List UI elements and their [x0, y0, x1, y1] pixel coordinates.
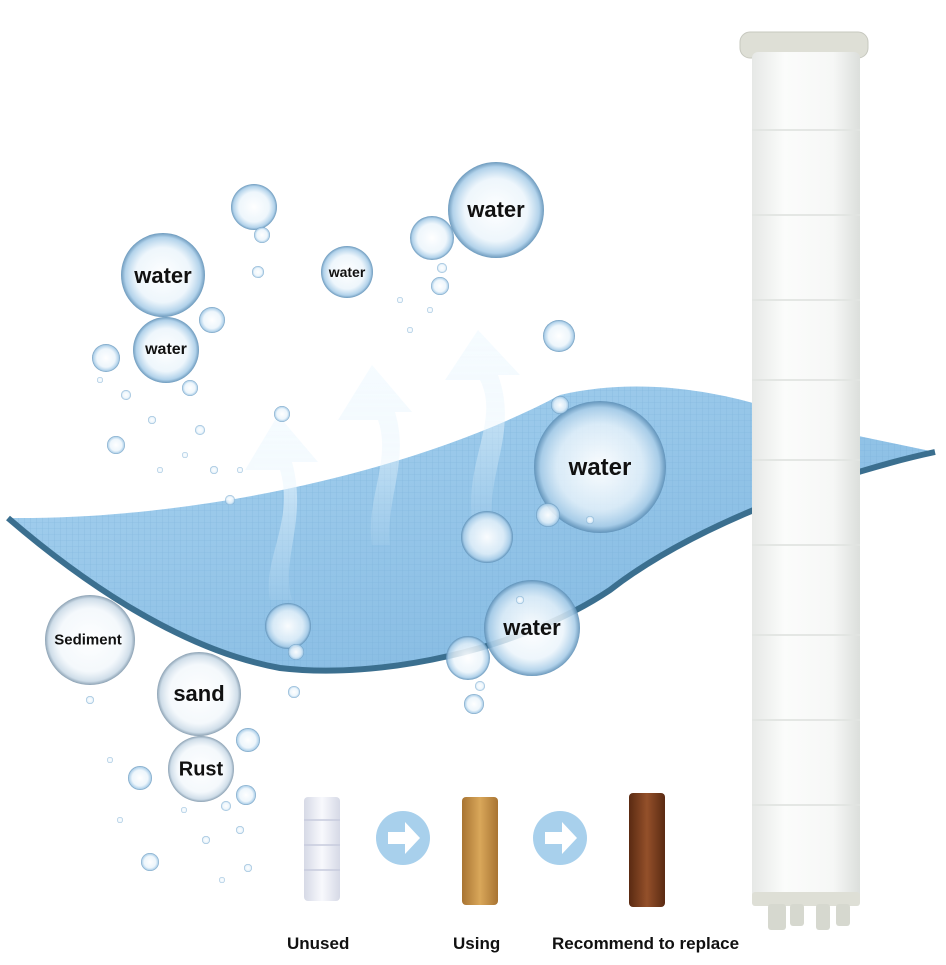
filter-lifecycle: [304, 793, 665, 907]
water-label: water: [134, 263, 192, 288]
sediment-label: Sediment: [54, 631, 122, 649]
flow-arrows: [245, 330, 520, 600]
water-label: water: [328, 264, 366, 280]
water-label: water: [503, 615, 561, 640]
unused-filter-icon: [304, 797, 340, 901]
sand-label: sand: [173, 681, 225, 706]
rust-label: Rust: [178, 758, 224, 781]
water-label: water: [467, 197, 525, 222]
replace-label: Recommend to replace: [552, 934, 740, 953]
water-label: water: [145, 341, 187, 358]
water-bubbles: [92, 162, 666, 680]
using-filter-icon: [462, 797, 498, 905]
using-label: Using: [453, 934, 501, 953]
contaminant-bubbles: [45, 595, 241, 802]
replace-filter-icon: [629, 793, 665, 907]
shower-filter-cartridge: [739, 31, 869, 930]
small-droplets: [86, 227, 594, 883]
water-label: water: [568, 454, 632, 481]
unused-label: Unused: [287, 934, 350, 953]
